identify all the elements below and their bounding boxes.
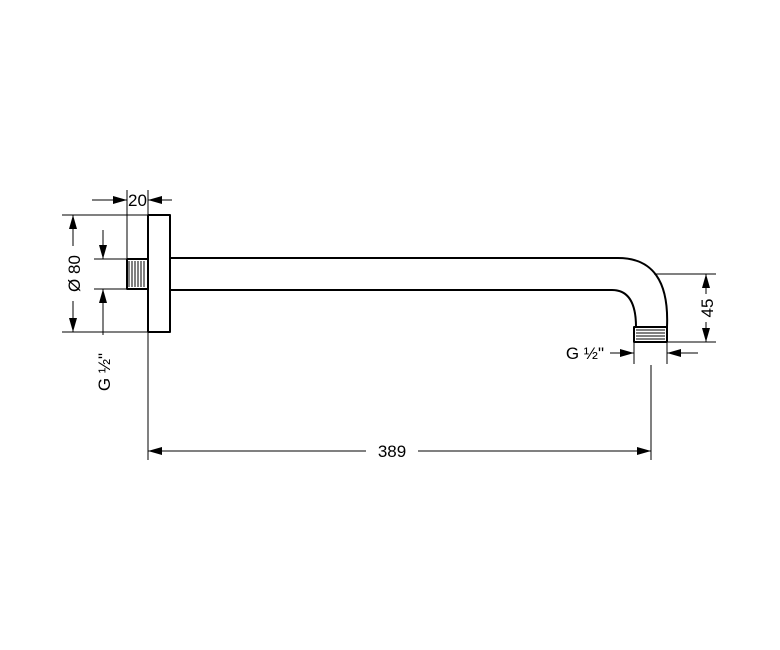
dimension-flange-depth: 20 [92,190,172,258]
label-drop-height: 45 [698,299,717,318]
inlet-thread-hatch [128,261,145,287]
dimension-inlet-thread: G ½" [94,230,126,391]
shower-arm-body [126,214,669,343]
dimension-flange-diameter: Ø 80 [62,214,147,333]
label-inlet-thread: G ½" [95,353,114,391]
outlet-thread-hatch [636,329,665,340]
label-flange-depth: 20 [128,191,147,210]
arm-pipe [169,257,669,328]
dimension-arm-length: 389 [147,333,652,461]
dimension-drop-height: 45 [654,273,717,343]
label-outlet-thread: G ½" [566,344,604,363]
arm-pipe-inner [169,289,637,328]
label-arm-length: 389 [378,442,406,461]
label-flange-diameter: Ø 80 [65,255,84,292]
inlet-thread [126,258,149,290]
dimension-outlet-thread: G ½" [566,343,698,364]
wall-flange [147,214,171,333]
outlet-thread [633,326,668,343]
